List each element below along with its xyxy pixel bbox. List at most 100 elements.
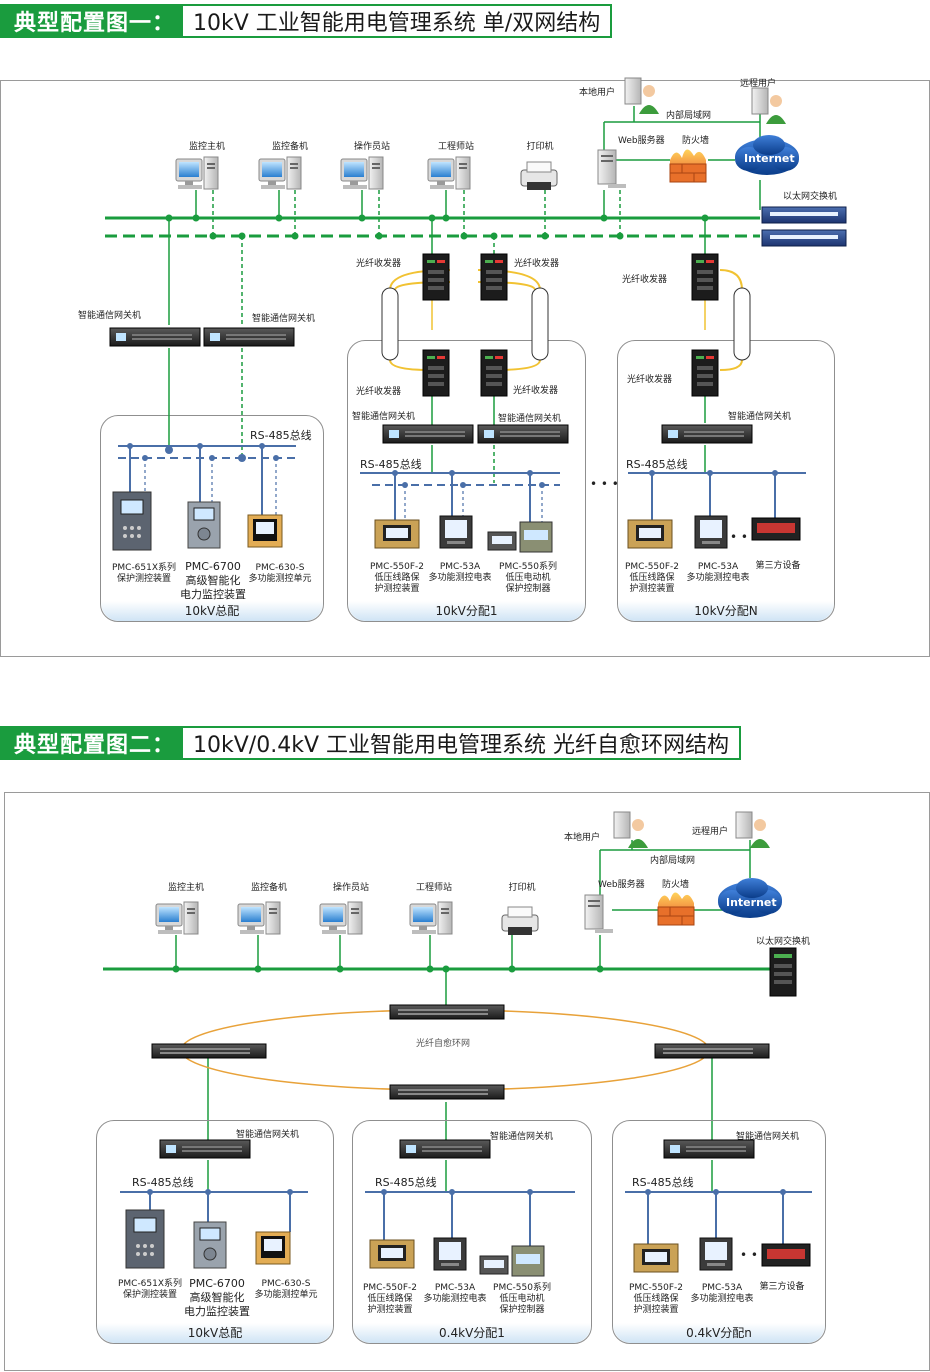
s2-ring-node-right-icon [654,1043,770,1059]
zone-s2-04kv-subn: 0.4kV分配n [612,1120,826,1344]
s2-web-server-icon [584,894,614,934]
zone-10kv-subN: 10kV分配N [617,340,835,622]
s2-monitor-host-label: 监控主机 [167,883,205,893]
s2-operator-station-icon [319,901,363,935]
zone-s2-04kv-sub1: 0.4kV分配1 [352,1120,592,1344]
s1-fiber-2-label: 光纤收发器 [514,259,560,269]
s2-printer-label: 打印机 [508,883,536,893]
s1-gateway-b-label: 智能通信网关机 [252,314,316,324]
s1n-third-party-caption: 第三方设备 [755,561,801,571]
s1-firewall-label: 防火墙 [682,136,710,146]
s2-printer-icon [501,906,539,936]
s1-web-server-label: Web服务器 [618,136,665,146]
s1-rs485-2-label: RS-485总线 [360,458,422,471]
s2-local-user-label: 本地用户 [564,833,601,843]
zone-label: 10kV总配 [101,601,323,621]
s1-local-user-label: 本地用户 [579,88,616,98]
s1-pmc651x-caption: PMC-651X系列保护测控装置 [111,563,177,584]
s1-monitor-host-label: 监控主机 [188,142,226,152]
s2-pmc651x-caption: PMC-651X系列保护测控装置 [117,1279,183,1300]
s2-engineer-station-icon [409,901,453,935]
section2-title-lead: 典型配置图二： [0,726,184,760]
s2-monitor-host-icon [155,901,199,935]
zone-label: 0.4kV分配n [613,1323,825,1343]
s2-gateway-a-icon [159,1139,251,1159]
s2-ethernet-switch-icon [769,947,797,997]
s2-pmc630s-icon [255,1231,291,1265]
s2-ethernet-switch-label: 以太网交换机 [756,937,811,947]
s2-pmc651x-icon [125,1209,165,1269]
s2-gateway-b-label: 智能通信网关机 [490,1132,554,1142]
s1-internet-label: Internet [744,152,795,165]
s2-monitor-backup-label: 监控备机 [250,883,288,893]
s2-pmc550f2-icon [369,1239,415,1269]
s1-gateway-e-label: 智能通信网关机 [728,412,792,422]
s1-rs485-1-label: RS-485总线 [250,429,312,442]
s2-gateway-a-label: 智能通信网关机 [236,1130,300,1140]
s2n-third-party-caption: 第三方设备 [759,1282,805,1292]
s2-firewall-label: 防火墙 [662,880,690,890]
s1-gateway-a-label: 智能通信网关机 [78,311,142,321]
s2-local-user-icon [613,811,649,849]
s1-monitor-backup-label: 监控备机 [271,142,309,152]
s1-fiber-3-label: 光纤收发器 [356,387,402,397]
s1-ethernet-switch-label: 以太网交换机 [783,192,838,202]
section1-banner: 典型配置图一： 10kV 工业智能用电管理系统 单/双网结构 [0,4,613,38]
s1-remote-user-label: 远程用户 [740,79,777,89]
s2n-third-party-icon [761,1243,811,1267]
section1-title-text: 10kV 工业智能用电管理系统 单/双网结构 [183,4,613,38]
s1-fiber-5-label: 光纤收发器 [622,275,668,285]
s2-internet-label: Internet [726,896,777,909]
s1-fiber-1-label: 光纤收发器 [356,259,402,269]
zone-s2-10kv-main: 10kV总配 [96,1120,334,1344]
s1-fiber-4-label: 光纤收发器 [513,386,559,396]
s1-intranet-label: 内部局域网 [666,111,712,121]
s1-ethernet-switch-icon [761,206,847,247]
zone-label: 0.4kV分配1 [353,1323,591,1343]
s2-pmc550-caption: PMC-550系列低压电动机保护控制器 [493,1283,551,1315]
s2-gateway-b-icon [399,1139,491,1159]
s2-rs485-3-label: RS-485总线 [632,1176,694,1189]
s1-rs485-3-label: RS-485总线 [626,458,688,471]
section2-banner: 典型配置图二： 10kV/0.4kV 工业智能用电管理系统 光纤自愈环网结构 [0,726,741,760]
s2-ring-label: 光纤自愈环网 [416,1039,471,1049]
s2-rs485-2-label: RS-485总线 [375,1176,437,1189]
s1-ellipsis-label-2: • • • [730,530,759,544]
s2-ring-node-top-icon [389,1004,505,1020]
s2-remote-user-label: 远程用户 [692,827,729,837]
s1-printer-label: 打印机 [526,142,554,152]
zone-label: 10kV分配N [618,601,834,621]
s1-pmc550-caption: PMC-550系列低压电动机保护控制器 [499,562,557,594]
section1-title-lead: 典型配置图一： [0,4,184,38]
s2-firewall-icon [657,891,695,926]
section2-title-text: 10kV/0.4kV 工业智能用电管理系统 光纤自愈环网结构 [183,726,741,760]
s2-remote-user-icon [735,811,771,849]
zone-label: 10kV总配 [97,1323,333,1343]
s1-operator-station-label: 操作员站 [353,142,391,152]
s2-ellipsis-label: • • • [740,1248,769,1262]
s1-fiber-6-label: 光纤收发器 [627,375,673,385]
s2n-pmc550f2-icon [633,1243,679,1273]
s1-gateway-d-label: 智能通信网关机 [498,414,562,424]
s2-pmc53a-icon [433,1237,467,1271]
s2-ring-node-left-icon [151,1043,267,1059]
zone-10kv-sub1: 10kV分配1 [347,340,586,622]
s2-gateway-c-label: 智能通信网关机 [736,1132,800,1142]
s2-engineer-station-label: 工程师站 [415,883,453,893]
s1-gateway-c-label: 智能通信网关机 [352,412,416,422]
s2-ring-node-bottom-icon [389,1084,505,1100]
s2-gateway-c-icon [663,1139,755,1159]
s2-pmc6700-icon [193,1221,227,1269]
s2-intranet-label: 内部局域网 [650,856,696,866]
